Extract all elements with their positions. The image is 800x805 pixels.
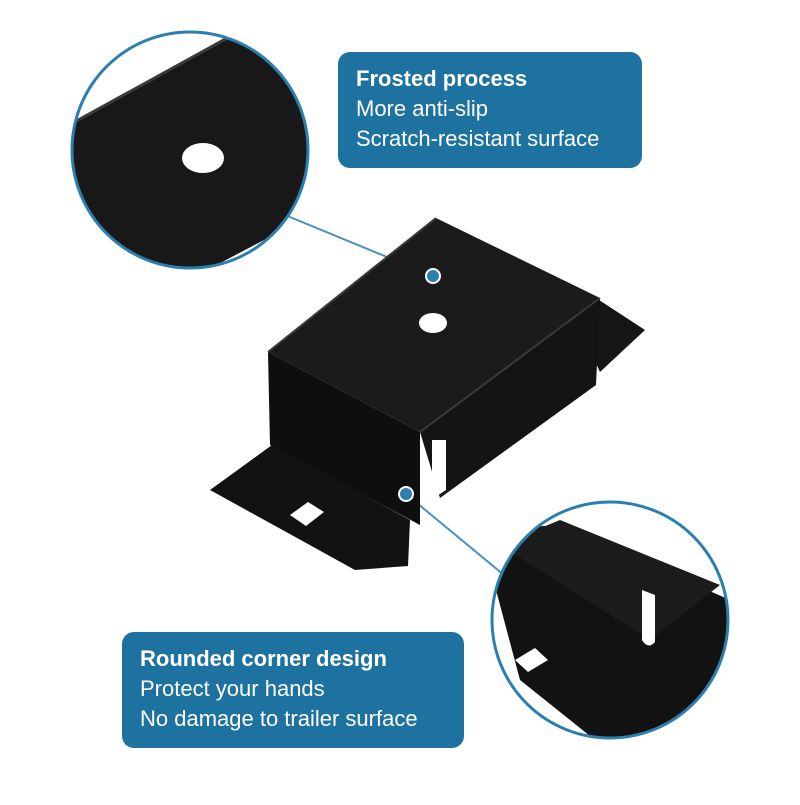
callout-rounded-corner: Rounded corner design Protect your hands… [122, 632, 464, 748]
zoom-circle-surface [70, 30, 310, 270]
callout-line: No damage to trailer surface [140, 706, 418, 731]
zoom-circle-corner [490, 500, 730, 740]
marker-dot-top [425, 268, 441, 284]
callout-line: More anti-slip [356, 96, 489, 121]
callout-line: Scratch-resistant surface [356, 126, 600, 151]
callout-line: Protect your hands [140, 676, 325, 701]
bracket-image [210, 217, 645, 570]
callout-title: Frosted process [356, 66, 528, 91]
callout-title: Rounded corner design [140, 646, 387, 671]
leader-line-bottom [405, 493, 511, 581]
marker-dot-bottom [398, 486, 414, 502]
callout-frosted-process: Frosted process More anti-slip Scratch-r… [338, 52, 642, 168]
